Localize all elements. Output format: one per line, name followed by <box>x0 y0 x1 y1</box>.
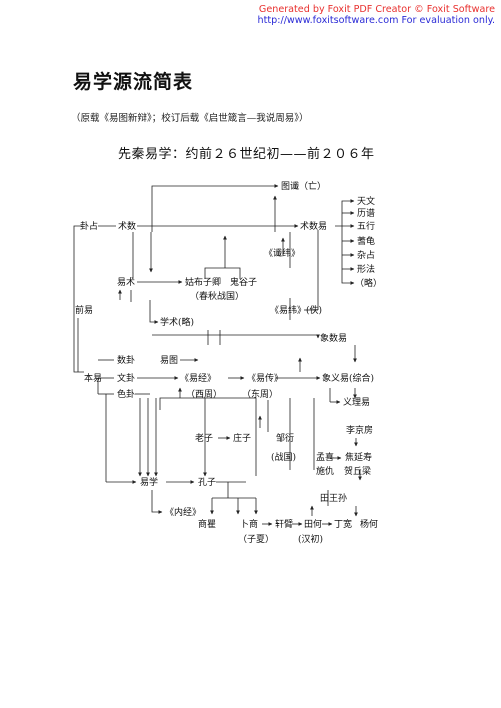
node-xueshu: 学术(略) <box>160 316 194 328</box>
node-dingkuan: 丁宽 <box>334 518 352 530</box>
node-zouyan: 邹衍 <box>276 432 294 444</box>
node-wengua: 文卦 <box>117 372 135 384</box>
node-zhanguo: (战国) <box>271 452 296 463</box>
node-xingfa: 形法 <box>357 263 375 275</box>
node-tuchen: 图谶（亡） <box>281 180 326 192</box>
node-xuanbi: 轩臂 <box>275 518 293 530</box>
node-tianwen: 天文 <box>357 195 375 207</box>
node-wuxing: 五行 <box>357 220 375 232</box>
node-shugua: 数卦 <box>117 354 135 366</box>
node-guazhan: 卦占 <box>80 220 98 232</box>
node-mengxi: 孟喜 <box>316 451 334 463</box>
evaluation-watermark: Generated by Foxit PDF Creator © Foxit S… <box>258 4 495 26</box>
node-laozi: 老子 <box>195 432 213 444</box>
node-liangqiuhe: 贺丘梁 <box>344 465 371 477</box>
node-shushu: 术数 <box>118 220 136 232</box>
node-xiangshuyi: 象数易 <box>320 332 347 344</box>
node-zhuangzi: 庄子 <box>233 432 251 444</box>
node-shushuyi: 术数易 <box>300 220 327 232</box>
node-shichou: 施仇 <box>316 465 334 477</box>
node-qianyi: 前易 <box>75 304 93 316</box>
node-shangqu: 商瞿 <box>198 518 216 530</box>
node-zazhan: 杂占 <box>357 249 375 261</box>
node-xizhou: （西周） <box>186 389 222 400</box>
node-dongzhou: （东周） <box>242 388 278 400</box>
node-yiliyi: 义理易 <box>343 397 370 408</box>
node-yixue: 易学 <box>140 476 158 488</box>
node-yiwei: 《易纬》(佚) <box>270 304 322 316</box>
node-guiguzi: 鬼谷子 <box>230 276 257 288</box>
node-bushang: 卜商 <box>240 518 258 530</box>
node-yishu: 易术 <box>117 276 135 288</box>
node-kongzi: 孔子 <box>198 477 216 488</box>
node-yizhuan: 《易传》 <box>247 372 283 384</box>
node-gubuzi: 姑布子卿 <box>185 276 221 288</box>
source-note: （原载《易图新辩》；校订后载《启世箴言—我说周易》） <box>71 113 309 124</box>
connector-lines <box>73 184 362 526</box>
node-tianwangsun: 田王孙 <box>320 492 347 504</box>
document-title: 易学源流简表 <box>73 71 194 93</box>
node-chunqiu: （春秋战国） <box>190 290 244 302</box>
period-subtitle: 先秦易学：约前２６世纪初——前２０６年 <box>118 147 375 162</box>
node-jingfang: 李京房 <box>346 424 373 436</box>
node-labels: 图谶（亡） 天文 历谱 五行 蓍龟 杂占 形法 （略） 卦占 术数 术数易 《谶… <box>75 180 382 545</box>
node-benyi: 本易 <box>84 372 102 384</box>
node-jiaoyanshou: 焦延寿 <box>345 451 372 463</box>
node-xiangyiyi: 象义易(综合) <box>322 372 374 384</box>
node-zixia: （子夏） <box>238 534 274 545</box>
node-yanghe: 杨何 <box>360 518 378 530</box>
node-segua: 色卦 <box>117 388 135 400</box>
node-neijing: 《内经》 <box>165 506 201 518</box>
node-hanchu: (汉初) <box>298 533 323 545</box>
watermark-line-1: Generated by Foxit PDF Creator © Foxit S… <box>258 4 495 15</box>
node-yijing: 《易经》 <box>180 372 216 384</box>
node-tianhe: 田何 <box>304 518 322 530</box>
node-chenwei: 《谶纬》 <box>264 247 300 259</box>
node-yitu: 易图 <box>160 355 178 366</box>
node-shigui: 蓍龟 <box>357 235 375 247</box>
node-lue-1: （略） <box>355 277 382 289</box>
node-lipu: 历谱 <box>357 207 375 219</box>
watermark-line-2: http://www.foxitsoftware.com For evaluat… <box>257 15 495 26</box>
